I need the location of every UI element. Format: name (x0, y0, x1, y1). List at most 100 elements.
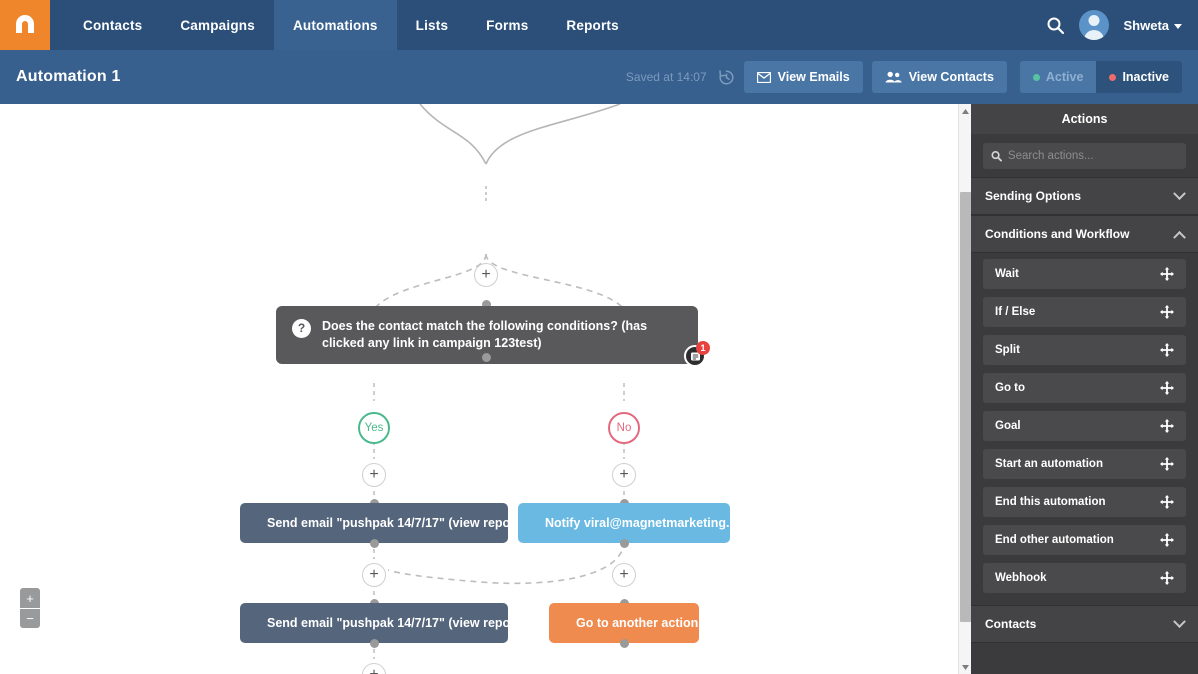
chevron-down-icon (1174, 23, 1182, 29)
node-notify[interactable]: Notify viral@magnetmarketing.in (518, 503, 741, 543)
sidebar-title: Actions (971, 104, 1198, 134)
action-item-wait[interactable]: Wait (983, 259, 1186, 289)
nav-item-lists[interactable]: Lists (397, 0, 468, 50)
scroll-up-arrow-icon[interactable] (959, 104, 972, 118)
avatar-body (1084, 30, 1105, 40)
drag-move-icon[interactable] (1159, 495, 1174, 510)
nav-item-automations[interactable]: Automations (273, 0, 397, 50)
action-item-label: Split (995, 344, 1020, 356)
add-step-button-yes-1[interactable]: + (362, 463, 386, 487)
drag-move-icon[interactable] (1159, 267, 1174, 282)
nav-item-forms[interactable]: Forms (467, 0, 547, 50)
status-dot-green (1032, 73, 1040, 81)
username-label: Shweta (1123, 17, 1169, 33)
zoom-in-button[interactable]: + (20, 588, 40, 608)
move-glyph (1159, 457, 1174, 471)
action-item-label: End this automation (995, 496, 1106, 508)
action-item-label: If / Else (995, 306, 1036, 318)
branch-no[interactable]: No (608, 412, 640, 444)
group-conditions-and-workflow[interactable]: Conditions and Workflow (971, 215, 1198, 253)
nav-item-reports[interactable]: Reports (547, 0, 637, 50)
connector-dot (482, 353, 491, 362)
nav-item-campaigns[interactable]: Campaigns (161, 0, 274, 50)
nav-label: Reports (566, 17, 619, 33)
zoom-controls: + − (20, 588, 40, 628)
status-toggle-group: Active Inactive (1019, 61, 1182, 93)
search-icon[interactable] (1046, 16, 1065, 35)
group-sending-options[interactable]: Sending Options (971, 177, 1198, 215)
add-step-button-no-1[interactable]: + (612, 463, 636, 487)
drag-move-icon[interactable] (1159, 571, 1174, 586)
move-glyph (1159, 495, 1174, 509)
action-item-label: End other automation (995, 534, 1114, 546)
view-emails-button[interactable]: View Emails (743, 61, 863, 93)
plus-label: + (369, 667, 378, 674)
move-glyph (1159, 381, 1174, 395)
status-active-button[interactable]: Active (1019, 61, 1097, 93)
move-glyph (1159, 305, 1174, 319)
drag-move-icon[interactable] (1159, 343, 1174, 358)
action-item-start-an-automation[interactable]: Start an automation (983, 449, 1186, 479)
node-label: Notify viral@magnetmarketing.in (545, 515, 741, 530)
nav-label: Contacts (83, 17, 143, 33)
view-emails-label: View Emails (777, 70, 850, 84)
add-step-button-top[interactable]: + (474, 263, 498, 287)
action-item-end-other-automation[interactable]: End other automation (983, 525, 1186, 555)
view-contacts-button[interactable]: View Contacts (871, 61, 1007, 93)
note-count-badge: 1 (696, 341, 710, 355)
search-icon (991, 150, 1002, 162)
user-menu[interactable]: Shweta (1123, 18, 1182, 33)
action-item-end-this-automation[interactable]: End this automation (983, 487, 1186, 517)
action-item-if-else[interactable]: If / Else (983, 297, 1186, 327)
nav-label: Forms (486, 17, 529, 33)
action-item-go-to[interactable]: Go to (983, 373, 1186, 403)
node-send-email-1[interactable]: Send email "pushpak 14/7/17" (view repor… (240, 503, 530, 543)
page-title: Automation 1 (16, 68, 121, 85)
drag-move-icon[interactable] (1159, 457, 1174, 472)
node-send-email-2[interactable]: Send email "pushpak 14/7/17" (view repor… (240, 603, 530, 643)
history-glyph (718, 69, 734, 85)
search-actions-input[interactable] (1007, 150, 1178, 162)
note-badge[interactable]: 1 (684, 341, 710, 367)
search-actions-box[interactable] (983, 143, 1186, 169)
action-item-split[interactable]: Split (983, 335, 1186, 365)
avatar[interactable] (1079, 10, 1110, 40)
group-contacts[interactable]: Contacts (971, 605, 1198, 643)
scroll-down-arrow-icon[interactable] (959, 660, 972, 674)
drag-move-icon[interactable] (1159, 419, 1174, 434)
nav-label: Campaigns (180, 17, 255, 33)
action-item-label: Wait (995, 268, 1019, 280)
node-label: Send email "pushpak 14/7/17" (view repor… (267, 515, 531, 530)
magnet-icon (16, 15, 34, 37)
action-item-webhook[interactable]: Webhook (983, 563, 1186, 593)
zoom-in-label: + (26, 590, 34, 606)
move-glyph (1159, 343, 1174, 357)
add-step-button-no-2[interactable]: + (612, 563, 636, 587)
automation-canvas[interactable]: + ? Does the contact match the following… (0, 104, 958, 674)
status-inactive-button[interactable]: Inactive (1096, 61, 1182, 93)
node-go-to-another-action[interactable]: Go to another action (549, 603, 699, 643)
connector-dot (370, 639, 379, 648)
history-icon[interactable] (718, 69, 735, 86)
chevron-up-icon (962, 108, 969, 114)
group-label: Conditions and Workflow (985, 227, 1130, 241)
branch-no-label: No (616, 422, 632, 434)
zoom-out-button[interactable]: − (20, 608, 40, 628)
connector-dot (620, 539, 629, 548)
add-step-button-yes-2[interactable]: + (362, 563, 386, 587)
chevron-down-icon (1173, 186, 1186, 200)
search-glyph (1047, 17, 1065, 34)
group-label: Sending Options (985, 189, 1081, 203)
drag-move-icon[interactable] (1159, 381, 1174, 396)
drag-move-icon[interactable] (1159, 305, 1174, 320)
magnet-logo-icon[interactable] (0, 0, 50, 50)
branch-yes[interactable]: Yes (358, 412, 390, 444)
nav-item-contacts[interactable]: Contacts (64, 0, 161, 50)
canvas-scrollbar[interactable] (958, 104, 971, 674)
sidebar-search-wrapper (971, 134, 1198, 177)
view-contacts-label: View Contacts (908, 70, 994, 84)
drag-move-icon[interactable] (1159, 533, 1174, 548)
scrollbar-thumb[interactable] (960, 192, 971, 622)
action-item-goal[interactable]: Goal (983, 411, 1186, 441)
move-glyph (1159, 267, 1174, 281)
